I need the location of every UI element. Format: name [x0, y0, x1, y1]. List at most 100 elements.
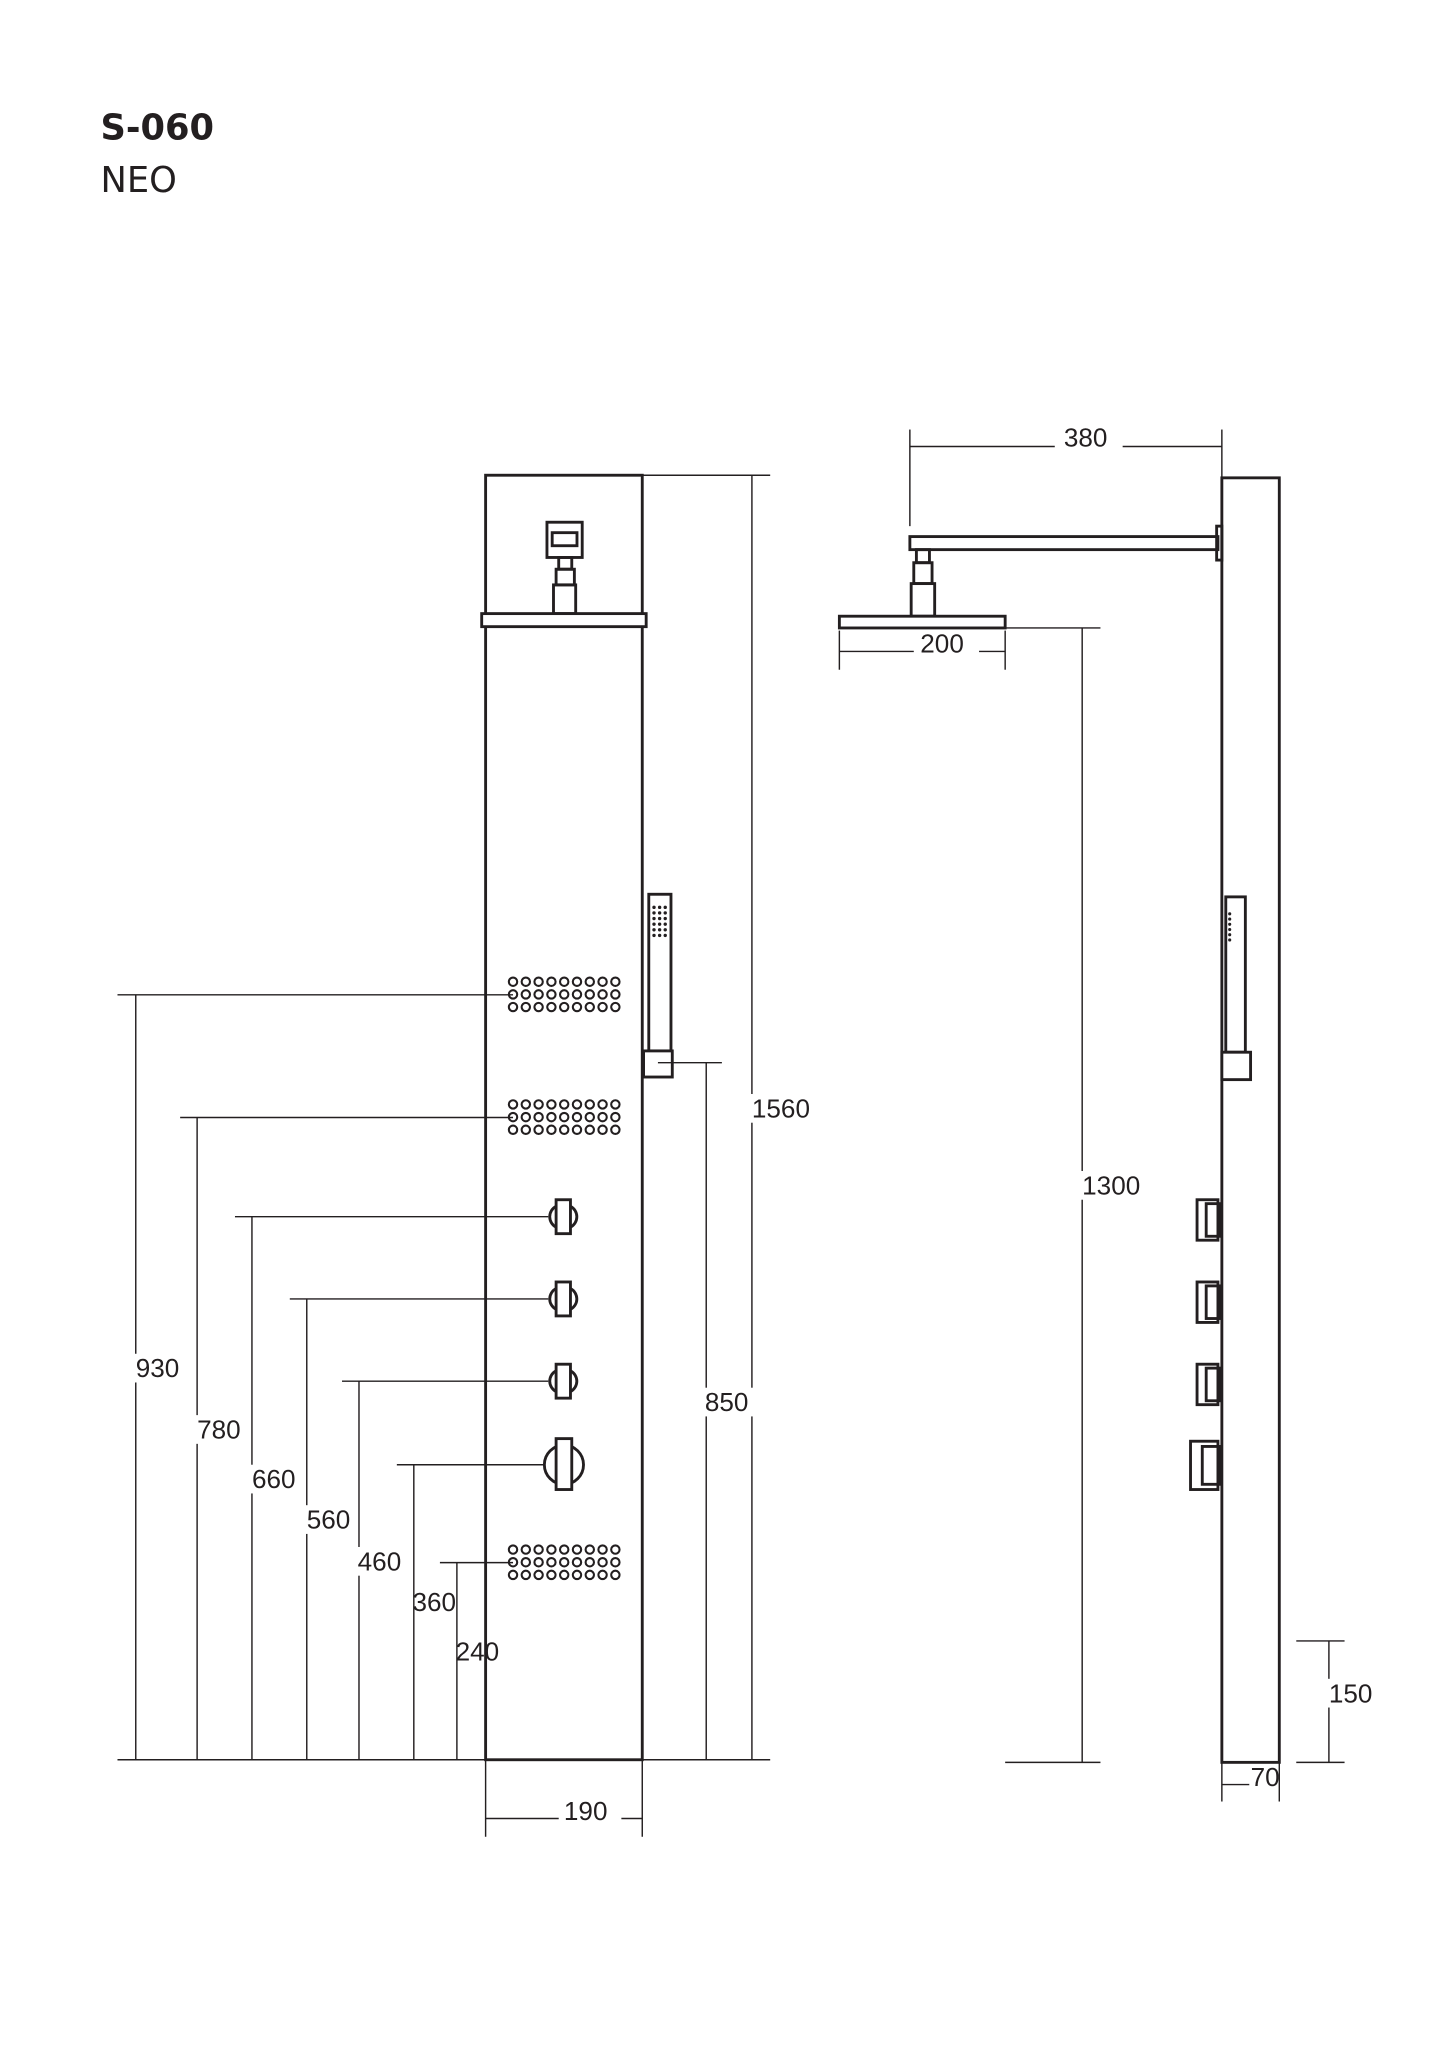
jet-nozzle — [558, 1111, 570, 1123]
jet-nozzle — [546, 1544, 557, 1555]
jet-nozzle — [584, 1569, 596, 1581]
jet-nozzle — [507, 1544, 519, 1555]
dim-1560: 1560 — [752, 1093, 810, 1123]
jet-nozzle — [558, 1124, 570, 1135]
front-dimension-labels: 930 780 660 560 460 360 240 1560 850 190 — [133, 1093, 818, 1826]
hand-shower-nozzle — [663, 911, 667, 915]
jet-nozzle — [507, 1099, 519, 1110]
jet-nozzle — [571, 1099, 583, 1110]
hand-shower-nozzle — [657, 916, 662, 921]
hand-shower-nozzle — [663, 928, 667, 932]
jet-nozzle — [546, 1099, 557, 1110]
jet-nozzle — [584, 1111, 596, 1123]
jet-nozzle — [520, 1111, 532, 1123]
hand-shower-side — [1220, 895, 1253, 1082]
jet-nozzle — [610, 1001, 621, 1013]
hand-shower-nozzle — [1228, 933, 1232, 937]
jet-nozzle — [520, 1099, 532, 1110]
jet-nozzle — [558, 1544, 570, 1555]
jet-nozzle — [610, 989, 621, 1000]
body-jet-groups — [507, 976, 621, 1581]
dim-240: 240 — [456, 1637, 500, 1667]
jet-nozzle — [597, 1111, 608, 1123]
dim-780: 780 — [197, 1415, 241, 1445]
hand-shower-nozzle — [1228, 938, 1232, 942]
jet-nozzle — [507, 1569, 519, 1581]
jet-nozzle — [571, 1544, 583, 1555]
jet-nozzle — [597, 1001, 608, 1013]
jet-nozzle — [584, 1001, 596, 1013]
model-name: NEO — [101, 160, 177, 201]
hand-shower-nozzle — [652, 933, 656, 938]
dim-360: 360 — [413, 1587, 457, 1617]
shower-arm — [908, 524, 1224, 562]
jet-nozzle — [597, 1124, 608, 1135]
jet-nozzle — [546, 1111, 557, 1123]
jet-nozzle — [558, 989, 570, 1000]
side-dimension-lines — [838, 429, 1345, 1802]
jet-nozzle — [597, 1569, 608, 1581]
hand-shower-nozzle — [657, 928, 662, 932]
hand-shower-nozzle — [652, 928, 656, 932]
dim-150: 150 — [1329, 1678, 1373, 1708]
jet-nozzle — [610, 1544, 621, 1555]
dim-850: 850 — [705, 1387, 749, 1417]
hand-shower-nozzle — [657, 905, 662, 910]
jet-nozzle — [533, 1569, 544, 1581]
mixer-knob — [542, 1437, 585, 1491]
jet-nozzle — [610, 976, 621, 987]
jet-nozzle — [507, 1001, 519, 1013]
jet-nozzle — [558, 1557, 570, 1568]
dim-190: 190 — [564, 1796, 608, 1826]
jet-nozzle — [546, 1001, 557, 1013]
front-dimension-lines — [117, 474, 771, 1837]
jet-nozzle — [597, 1099, 608, 1110]
jet-nozzle — [571, 976, 583, 987]
jet-nozzle — [546, 1569, 557, 1581]
dim-460: 460 — [358, 1546, 402, 1576]
jet-nozzle — [610, 1569, 621, 1581]
jet-nozzle — [520, 1124, 532, 1135]
jet-nozzle — [533, 989, 544, 1000]
body-jet-group-3 — [507, 1544, 621, 1581]
jet-nozzle — [546, 1557, 557, 1568]
hand-shower-nozzle — [663, 933, 667, 938]
jet-nozzle — [610, 1124, 621, 1135]
body-jet-group-2 — [507, 1099, 621, 1135]
hand-shower-nozzle — [652, 922, 656, 926]
dim-200: 200 — [920, 629, 964, 659]
jet-nozzle — [520, 1557, 532, 1568]
jet-nozzle — [533, 1111, 544, 1123]
jet-nozzle — [520, 1544, 532, 1555]
jet-nozzle — [533, 976, 544, 987]
hand-shower-nozzle — [1228, 927, 1232, 932]
diverter-knob-3 — [548, 1362, 579, 1400]
jet-nozzle — [520, 989, 532, 1000]
diverter-knob-2 — [548, 1280, 579, 1318]
jet-nozzle — [546, 989, 557, 1000]
jet-nozzle — [597, 976, 608, 987]
jet-nozzle — [597, 1544, 608, 1555]
jet-nozzle — [571, 1569, 583, 1581]
jet-nozzle — [533, 1124, 544, 1135]
hand-shower-nozzle — [1228, 922, 1232, 926]
jet-nozzle — [520, 1569, 532, 1581]
jet-nozzle — [584, 1557, 596, 1568]
hand-shower-nozzle — [1228, 917, 1232, 921]
jet-nozzle — [507, 976, 519, 987]
hand-shower-nozzle — [663, 905, 667, 910]
hand-shower-nozzle — [652, 911, 656, 915]
jet-nozzle — [520, 1001, 532, 1013]
hand-shower-nozzle — [663, 922, 667, 926]
dim-70: 70 — [1251, 1762, 1280, 1792]
hand-shower-holder — [642, 1049, 674, 1079]
jet-nozzle — [584, 989, 596, 1000]
jet-nozzle — [533, 1001, 544, 1013]
dim-560: 560 — [307, 1505, 351, 1535]
jet-nozzle — [584, 1124, 596, 1135]
hand-shower-nozzles — [652, 905, 667, 938]
dim-660: 660 — [252, 1464, 296, 1494]
rain-shower-head-side — [837, 548, 1007, 630]
jet-nozzle — [610, 1111, 621, 1123]
jet-nozzle — [571, 989, 583, 1000]
